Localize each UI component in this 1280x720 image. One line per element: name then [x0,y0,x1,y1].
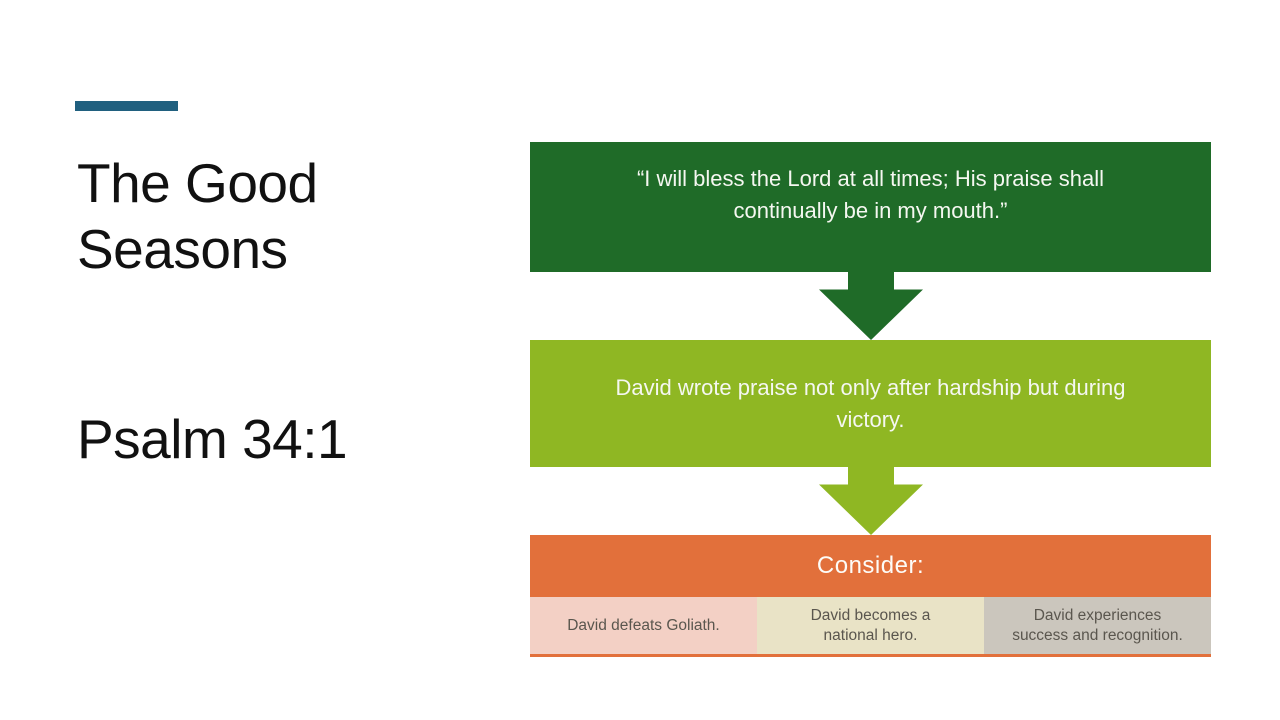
slide-title: The Good Seasons [77,152,318,280]
slide-subtitle: Psalm 34:1 [77,408,348,470]
comment-box: David wrote praise not only after hardsh… [530,340,1211,467]
quote-box: “I will bless the Lord at all times; His… [530,142,1211,272]
process-diagram: “I will bless the Lord at all times; His… [530,142,1211,657]
consider-cell-3: David experiences success and recognitio… [984,597,1211,654]
arrow-wrap-2 [530,467,1211,535]
down-arrow-icon [818,272,923,340]
comment-text: David wrote praise not only after hardsh… [615,374,1126,432]
arrow-wrap-1 [530,272,1211,340]
down-arrow-icon [818,467,923,535]
consider-cells: David defeats Goliath. David becomes a n… [530,597,1211,657]
consider-header: Consider: [530,535,1211,597]
consider-block: Consider: David defeats Goliath. David b… [530,535,1211,657]
consider-cell-2: David becomes a national hero. [757,597,984,654]
accent-bar [75,101,178,111]
quote-text: “I will bless the Lord at all times; His… [636,166,1105,223]
consider-cell-1: David defeats Goliath. [530,597,757,654]
